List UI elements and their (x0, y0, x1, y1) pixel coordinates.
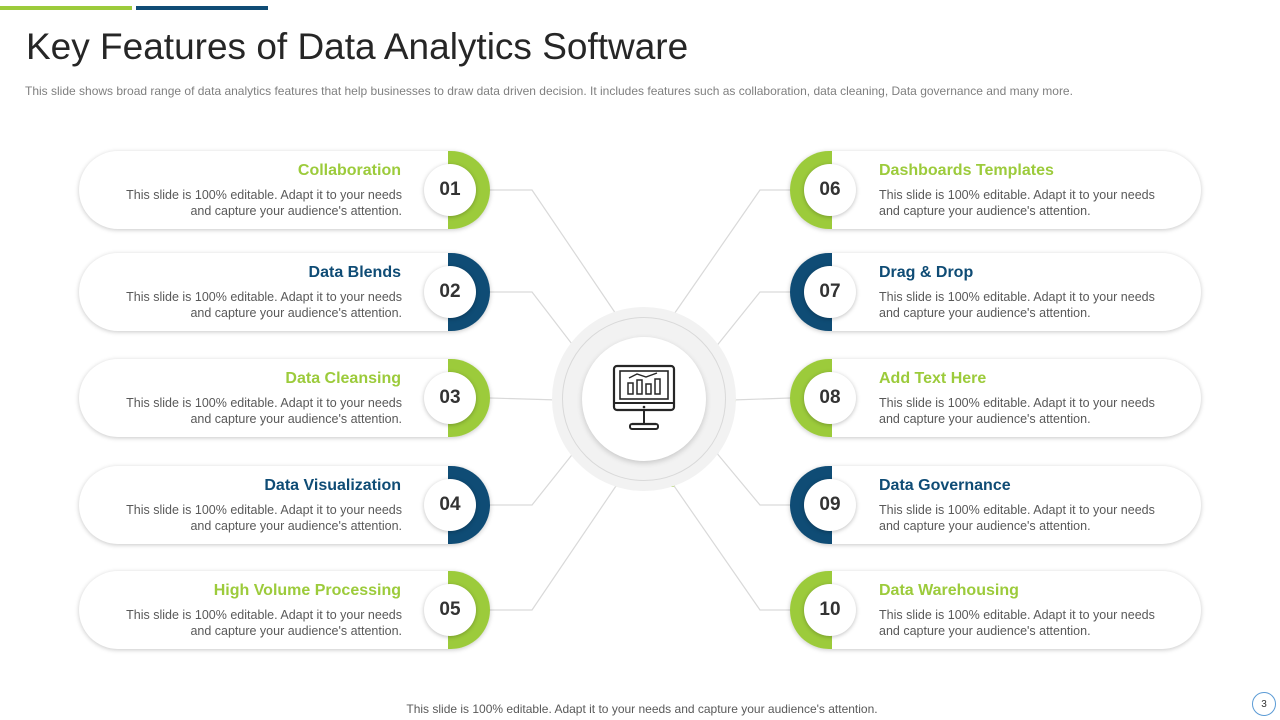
feature-number-badge: 09 (804, 479, 856, 531)
feature-number-badge: 08 (804, 372, 856, 424)
accent-bar-green (0, 6, 132, 10)
feature-title: High Volume Processing (213, 582, 401, 599)
feature-description: This slide is 100% editable. Adapt it to… (126, 608, 402, 638)
feature-card-background (790, 253, 1201, 331)
feature-card-background (79, 466, 490, 544)
connector-line (490, 450, 576, 506)
feature-card-background (79, 571, 490, 649)
hub-ring (562, 317, 726, 481)
feature-card-background (79, 253, 490, 331)
connector-line (490, 291, 576, 349)
page-title: Key Features of Data Analytics Software (26, 26, 689, 67)
connector-line (671, 482, 790, 611)
feature-title: Data Cleansing (285, 370, 401, 387)
connector-line (714, 450, 790, 506)
connector-line (714, 291, 790, 349)
connector-line (490, 482, 619, 611)
feature-title: Add Text Here (879, 370, 987, 387)
feature-number-badge: 07 (804, 266, 856, 318)
feature-number-badge: 02 (424, 266, 476, 318)
feature-description: This slide is 100% editable. Adapt it to… (126, 290, 402, 320)
feature-number-badge: 03 (424, 372, 476, 424)
feature-title: Dashboards Templates (879, 162, 1054, 179)
page-number: 3 (1252, 692, 1276, 716)
feature-title: Drag & Drop (879, 264, 974, 281)
feature-number-badge: 06 (804, 164, 856, 216)
connector-line (489, 397, 559, 401)
feature-title: Data Warehousing (879, 582, 1019, 599)
feature-title: Data Visualization (264, 477, 401, 494)
feature-description: This slide is 100% editable. Adapt it to… (879, 290, 1155, 320)
feature-description: This slide is 100% editable. Adapt it to… (879, 188, 1155, 218)
feature-description: This slide is 100% editable. Adapt it to… (879, 608, 1155, 638)
monitor-analytics-icon (612, 364, 676, 430)
connector-line (731, 397, 791, 401)
feature-card-background (790, 466, 1201, 544)
feature-card-background (79, 151, 490, 229)
page-subtitle: This slide shows broad range of data ana… (25, 84, 1073, 98)
feature-card-background (790, 359, 1201, 437)
connector-line (671, 189, 790, 318)
feature-number-badge: 05 (424, 584, 476, 636)
feature-card-background (790, 571, 1201, 649)
feature-description: This slide is 100% editable. Adapt it to… (879, 503, 1155, 533)
feature-number-badge: 10 (804, 584, 856, 636)
feature-title: Data Governance (879, 477, 1011, 494)
feature-description: This slide is 100% editable. Adapt it to… (126, 503, 402, 533)
connector-line (490, 189, 619, 318)
feature-title: Collaboration (297, 162, 401, 179)
feature-description: This slide is 100% editable. Adapt it to… (126, 396, 402, 426)
feature-number-badge: 01 (424, 164, 476, 216)
footer-note: This slide is 100% editable. Adapt it to… (406, 702, 878, 716)
feature-number-badge: 04 (424, 479, 476, 531)
feature-card-background (79, 359, 490, 437)
feature-card-background (790, 151, 1201, 229)
accent-bar-navy (136, 6, 268, 10)
feature-title: Data Blends (308, 264, 401, 281)
feature-description: This slide is 100% editable. Adapt it to… (126, 188, 402, 218)
feature-description: This slide is 100% editable. Adapt it to… (879, 396, 1155, 426)
